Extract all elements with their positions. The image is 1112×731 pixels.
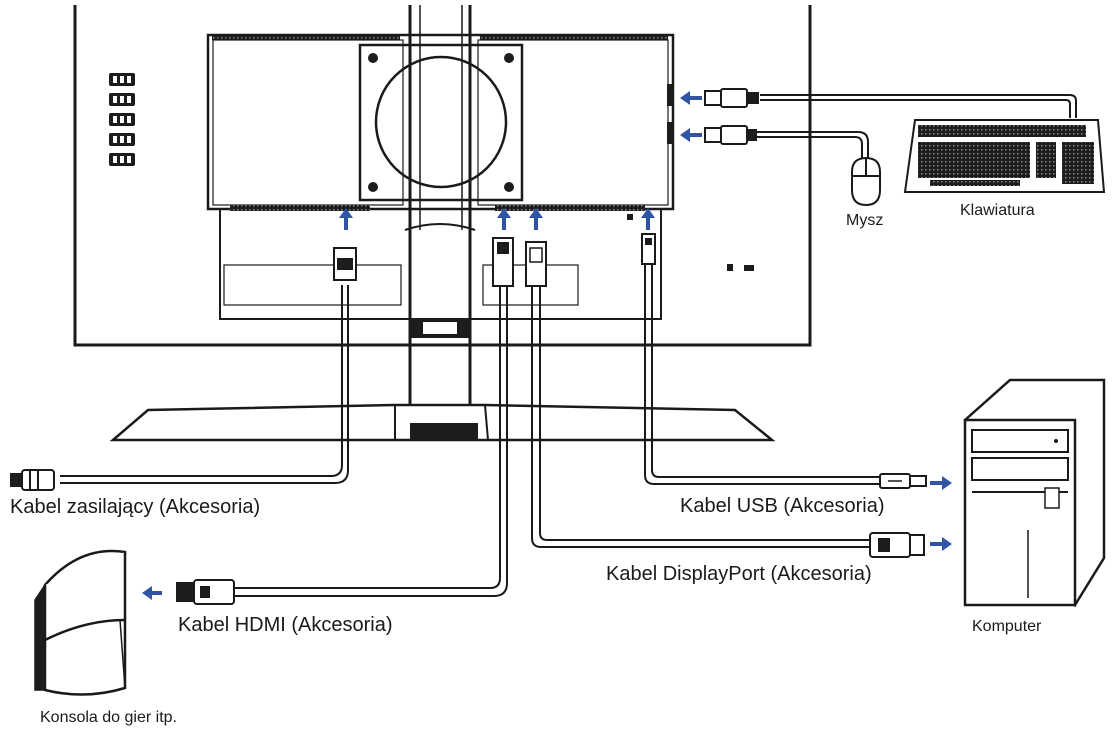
usb-cable-label: Kabel USB (Akcesoria) — [680, 495, 885, 517]
mouse-icon — [851, 156, 881, 207]
arrow-left-icon — [680, 91, 702, 105]
keyboard-icon — [903, 119, 1106, 193]
arrow-up-icon — [641, 208, 655, 230]
power-cable-label: Kabel zasilający (Akcesoria) — [10, 496, 261, 518]
hdmi-cable-label: Kabel HDMI (Akcesoria) — [178, 614, 393, 636]
monitor-stand — [109, 5, 776, 442]
mouse-label: Mysz — [846, 212, 884, 229]
console-label: Konsola do gier itp. — [40, 709, 177, 726]
arrow-right-icon — [930, 537, 952, 551]
connectors — [10, 88, 927, 605]
computer-icon — [963, 378, 1106, 608]
arrow-up-icon — [529, 208, 543, 230]
monitor-back — [73, 5, 812, 347]
arrows — [142, 91, 952, 600]
arrow-up-icon — [497, 208, 511, 230]
arrow-up-icon — [339, 208, 353, 230]
displayport-cable-label: Kabel DisplayPort (Akcesoria) — [606, 563, 872, 585]
arrow-left-icon — [680, 128, 702, 142]
arrow-right-icon — [930, 476, 952, 490]
computer-label: Komputer — [972, 618, 1042, 635]
cables — [60, 94, 1077, 597]
game-console-icon — [34, 549, 127, 696]
keyboard-label: Klawiatura — [960, 202, 1035, 219]
arrow-left-icon — [142, 586, 162, 600]
